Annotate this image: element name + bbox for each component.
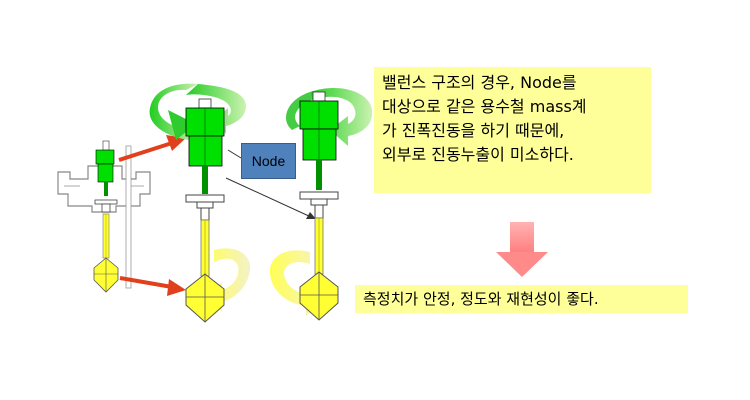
red-arrow-upper — [166, 135, 186, 151]
green-mass — [95, 149, 115, 165]
red-arrows — [118, 135, 186, 296]
result-text: 측정치가 안정, 정도와 재현성이 좋다. — [363, 290, 599, 308]
explanation-line-3: 가 진폭진동을 하기 때문에, — [382, 121, 565, 140]
green-rotation-arrow — [310, 88, 373, 146]
node-pointer — [225, 149, 316, 219]
explanation-note: 밸런스 구조의 경우, Node를 대상으로 같은 용수철 mass계 가 진폭… — [374, 67, 651, 193]
result-note: 측정치가 안정, 정도와 재현성이 좋다. — [355, 285, 688, 313]
node-label: Node — [251, 153, 286, 169]
node-label-box: Node — [241, 143, 296, 179]
red-arrow-lower — [167, 279, 186, 296]
explanation-line-4: 외부로 진동누출이 미소하다. — [382, 145, 574, 164]
small-device — [57, 140, 151, 293]
right-device — [269, 88, 373, 321]
explanation-line-2: 대상으로 같은 용수철 mass계 — [382, 97, 587, 116]
device-housing — [57, 165, 151, 213]
middle-device — [149, 83, 251, 323]
result-arrow — [496, 222, 548, 277]
green-rotation-arrow — [149, 83, 198, 140]
down-arrow — [496, 252, 548, 277]
explanation-line-1: 밸런스 구조의 경우, Node를 — [382, 73, 577, 92]
